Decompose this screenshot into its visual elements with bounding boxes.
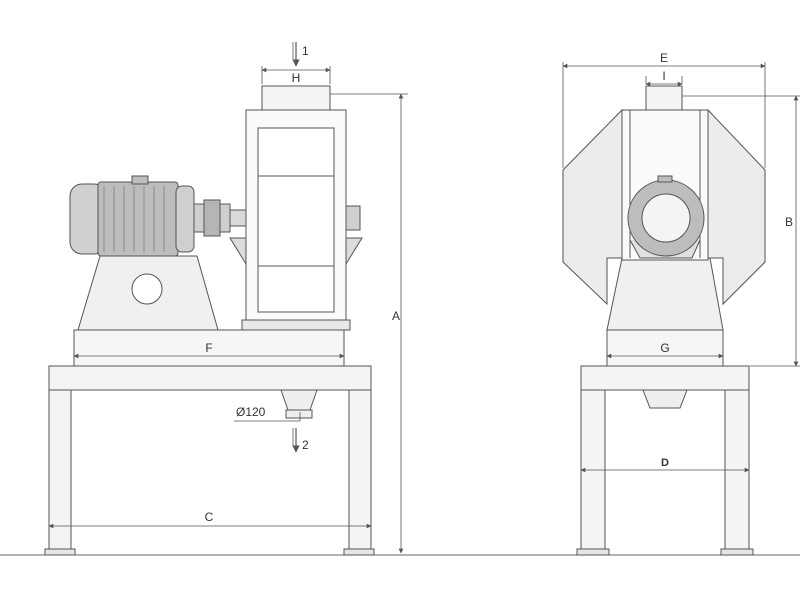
front-labels: E I B G D <box>660 51 793 469</box>
label-d: D <box>661 457 669 469</box>
label-e: E <box>660 51 668 65</box>
side-dimensions <box>48 42 408 554</box>
front-pedestal <box>606 257 724 331</box>
motor-terminal-box <box>131 175 149 185</box>
front-stand-top <box>580 365 750 391</box>
front-inlet-collar <box>645 85 683 113</box>
front-foot-left <box>576 548 610 556</box>
side-stand-leg-left <box>48 389 72 553</box>
side-foot-left <box>44 548 76 556</box>
motor-fins <box>103 186 165 252</box>
front-stand-leg-left <box>580 389 606 553</box>
front-stand-leg-right <box>724 389 750 553</box>
coupling-ring <box>203 199 221 237</box>
label-f: F <box>205 341 212 355</box>
front-motor-terminal <box>657 175 673 183</box>
front-view <box>562 85 766 556</box>
front-motor-face <box>641 193 691 243</box>
side-view <box>44 85 375 556</box>
shaft <box>229 209 247 227</box>
label-outlet: 2 <box>302 438 309 452</box>
front-foot-right <box>720 548 754 556</box>
side-labels: H 1 A F Ø120 2 C <box>205 44 400 524</box>
outlet-pipe <box>285 409 313 419</box>
label-g: G <box>660 341 669 355</box>
side-stand-leg-right <box>348 389 372 553</box>
side-foot-right <box>343 548 375 556</box>
grinder-housing-inner <box>257 127 335 313</box>
front-dimensions <box>562 62 800 473</box>
bearing-right <box>345 205 361 231</box>
front-hopper-shell-right <box>707 108 766 306</box>
motor-body <box>97 181 179 257</box>
label-a: A <box>392 309 400 323</box>
label-diameter: Ø120 <box>236 405 266 419</box>
label-b: B <box>785 215 793 229</box>
label-inlet: 1 <box>302 44 309 58</box>
label-h: H <box>292 71 301 85</box>
hopper-left-wing <box>229 237 247 266</box>
outlet-funnel <box>280 389 318 411</box>
front-hopper-shell <box>562 108 623 306</box>
front-outlet-funnel <box>642 389 688 409</box>
motor-flange <box>175 185 195 253</box>
label-i: I <box>662 69 665 83</box>
inlet-collar <box>261 85 331 111</box>
hopper-right-wing <box>345 237 363 266</box>
label-c: C <box>205 510 214 524</box>
pedestal-hole <box>131 273 163 305</box>
side-stand-top <box>48 365 372 391</box>
grinder-base <box>241 319 351 331</box>
